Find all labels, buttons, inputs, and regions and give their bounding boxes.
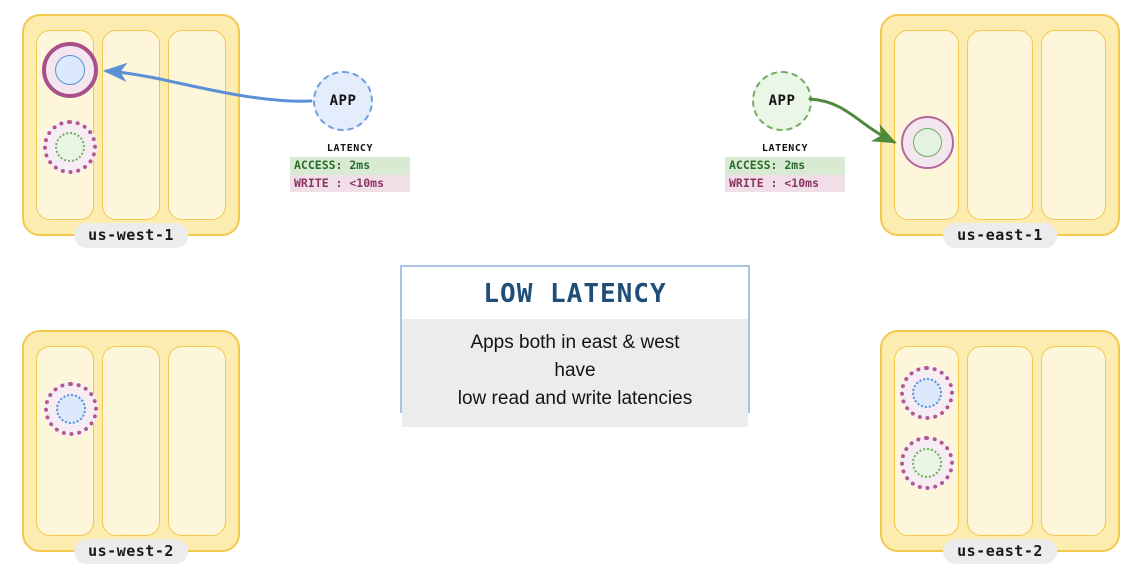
region-label-us-west-2: us-west-2 [74, 539, 188, 564]
rack-column [1040, 30, 1106, 220]
app-node-west[interactable]: APP [313, 71, 373, 131]
callout-title: LOW LATENCY [402, 267, 748, 319]
replica-core-green [55, 132, 85, 162]
region-label-us-east-2: us-east-2 [943, 539, 1057, 564]
region-panel-us-east-1[interactable]: us-east-1 [880, 14, 1120, 248]
rack-column [168, 30, 226, 220]
region-label-us-west-1: us-west-1 [74, 223, 188, 248]
callout-line-1: Apps both in east & west [470, 332, 680, 353]
rack-column [168, 346, 226, 536]
rack-column [102, 30, 160, 220]
replica-follower-blue-us-west-2[interactable] [44, 382, 98, 436]
latency-write-row: WRITE : <10ms [290, 174, 410, 193]
region-panel-us-west-1[interactable]: us-west-1 [22, 14, 240, 248]
rack-column [102, 346, 160, 536]
replica-follower-blue-us-east-2[interactable] [900, 366, 954, 420]
replica-core-blue [912, 378, 942, 408]
replica-core-green [913, 128, 942, 157]
callout-line-3: low read and write latencies [457, 388, 693, 410]
replica-core-blue [55, 55, 85, 85]
replica-core-blue [56, 394, 86, 424]
latency-title: LATENCY [761, 143, 809, 154]
latency-block-west: LATENCY ACCESS: 2ms WRITE : <10ms [290, 143, 410, 193]
replica-follower-green-us-east-2[interactable] [900, 436, 954, 490]
replica-core-green [912, 448, 942, 478]
region-panel-us-west-2[interactable]: us-west-2 [22, 330, 240, 564]
replica-follower-green-us-west-1[interactable] [43, 120, 97, 174]
latency-write-row: WRITE : <10ms [725, 174, 845, 193]
region-label-us-east-1: us-east-1 [943, 223, 1057, 248]
app-node-east[interactable]: APP [752, 71, 812, 131]
callout-line-2: have [554, 360, 596, 382]
latency-title: LATENCY [326, 143, 374, 154]
latency-access-row: ACCESS: 2ms [725, 157, 845, 175]
app-node-east-label: APP [768, 93, 796, 109]
rack-column [967, 346, 1033, 536]
rack-column [36, 346, 94, 536]
app-node-west-label: APP [329, 93, 357, 109]
rack-column [967, 30, 1033, 220]
rack-column [1040, 346, 1106, 536]
callout-body: Apps both in east & west have low read a… [402, 319, 748, 428]
latency-access-row: ACCESS: 2ms [290, 157, 410, 175]
callout-low-latency: LOW LATENCY Apps both in east & west hav… [400, 265, 750, 428]
replica-leader-green-us-east-1[interactable] [901, 116, 954, 169]
latency-block-east: LATENCY ACCESS: 2ms WRITE : <10ms [725, 143, 845, 193]
replica-leader-blue-us-west-1[interactable] [42, 42, 98, 98]
